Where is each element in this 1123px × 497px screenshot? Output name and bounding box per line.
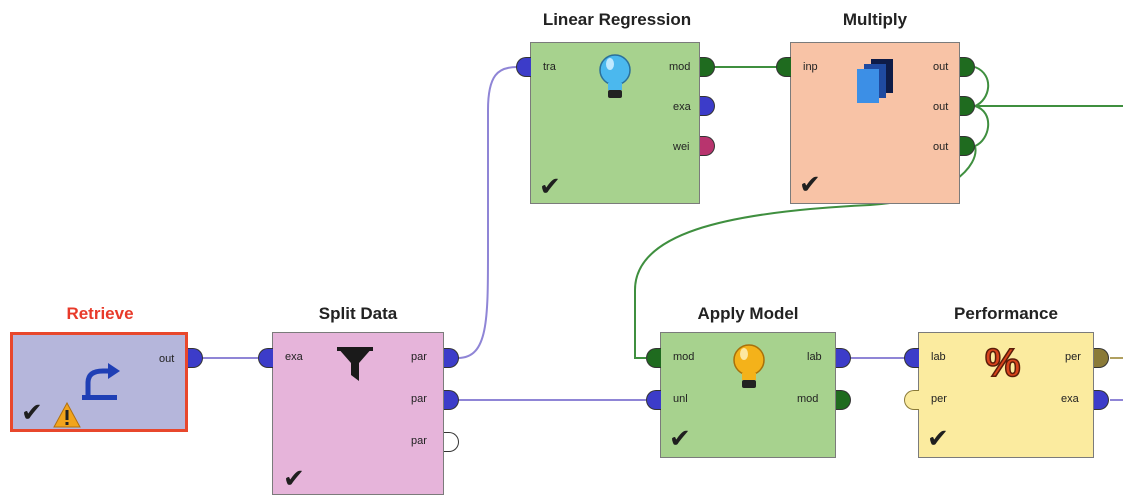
apply-lab-out-port[interactable]	[836, 348, 851, 368]
wire-multiply-out1[interactable]	[974, 66, 1123, 107]
filter-funnel-icon	[337, 347, 373, 381]
split-par2-out-port[interactable]	[444, 390, 459, 410]
linear-regression-operator[interactable]: tra mod exa wei ✔	[530, 42, 700, 204]
performance-per-out-port[interactable]	[1094, 348, 1109, 368]
performance-title: Performance	[954, 304, 1058, 323]
apply-unl-in-port[interactable]	[646, 390, 661, 410]
apply-model-title: Apply Model	[697, 304, 799, 323]
retrieve-out-port[interactable]	[188, 348, 203, 368]
status-check-icon: ✔	[927, 423, 949, 453]
port-label: mod	[673, 351, 695, 363]
port-label: mod	[797, 393, 819, 405]
retrieve-arrow-icon	[82, 363, 120, 400]
apply-mod-out-port[interactable]	[836, 390, 851, 410]
lightbulb-yellow-icon	[733, 344, 765, 388]
split-par3-out-port[interactable]	[444, 432, 459, 452]
port-label: out	[933, 61, 949, 73]
multiply-title: Multiply	[842, 10, 908, 29]
port-label: mod	[669, 61, 691, 73]
performance-exa-out-port[interactable]	[1094, 390, 1109, 410]
port-label: inp	[803, 61, 818, 73]
linreg-exa-out-port[interactable]	[700, 96, 715, 116]
split-par1-out-port[interactable]	[444, 348, 459, 368]
linreg-mod-out-port[interactable]	[700, 57, 715, 77]
port-label: out	[933, 141, 949, 153]
multiply-out2-port[interactable]	[960, 96, 975, 116]
multiply-operator[interactable]: inp out out out ✔	[790, 42, 960, 204]
port-label: exa	[673, 101, 691, 113]
performance-per-in-port[interactable]	[904, 390, 919, 410]
multiply-out1-port[interactable]	[960, 57, 975, 77]
warning-icon[interactable]	[53, 402, 81, 428]
port-label: exa	[1061, 393, 1079, 405]
retrieve-title: Retrieve	[66, 304, 134, 323]
port-label: par	[411, 435, 427, 447]
split-exa-in-port[interactable]	[258, 348, 273, 368]
performance-operator[interactable]: % lab per per exa ✔	[918, 332, 1094, 458]
apply-model-operator[interactable]: mod unl lab mod ✔	[660, 332, 836, 458]
multiply-out3-port[interactable]	[960, 136, 975, 156]
port-label: exa	[285, 351, 303, 363]
linear-regression-title: Linear Regression	[542, 10, 692, 29]
wire-split-to-linreg[interactable]	[457, 66, 518, 359]
status-check-icon: ✔	[539, 171, 561, 201]
port-label: per	[1065, 351, 1081, 363]
apply-mod-in-port[interactable]	[646, 348, 661, 368]
port-label: wei	[673, 141, 690, 153]
multiply-copies-icon	[857, 59, 893, 103]
status-check-icon: ✔	[21, 397, 43, 427]
port-label: lab	[931, 351, 946, 363]
port-label: out	[159, 353, 175, 365]
port-label: per	[931, 393, 947, 405]
port-label: unl	[673, 393, 688, 405]
port-label: lab	[807, 351, 822, 363]
linreg-wei-out-port[interactable]	[700, 136, 715, 156]
performance-lab-in-port[interactable]	[904, 348, 919, 368]
linreg-tra-in-port[interactable]	[516, 57, 531, 77]
port-label: par	[411, 393, 427, 405]
port-label: tra	[543, 61, 556, 73]
split-data-title: Split Data	[318, 304, 398, 323]
port-label: par	[411, 351, 427, 363]
split-data-operator[interactable]: exa par par par ✔	[272, 332, 444, 495]
percent-icon: %	[984, 341, 1021, 385]
status-check-icon: ✔	[799, 169, 821, 199]
multiply-inp-in-port[interactable]	[776, 57, 791, 77]
status-check-icon: ✔	[283, 463, 305, 493]
port-label: out	[933, 101, 949, 113]
lightbulb-blue-icon	[599, 54, 631, 98]
retrieve-operator[interactable]: ✔ out	[10, 332, 188, 432]
status-check-icon: ✔	[669, 423, 691, 453]
wire-multiply-out2[interactable]	[974, 105, 990, 147]
